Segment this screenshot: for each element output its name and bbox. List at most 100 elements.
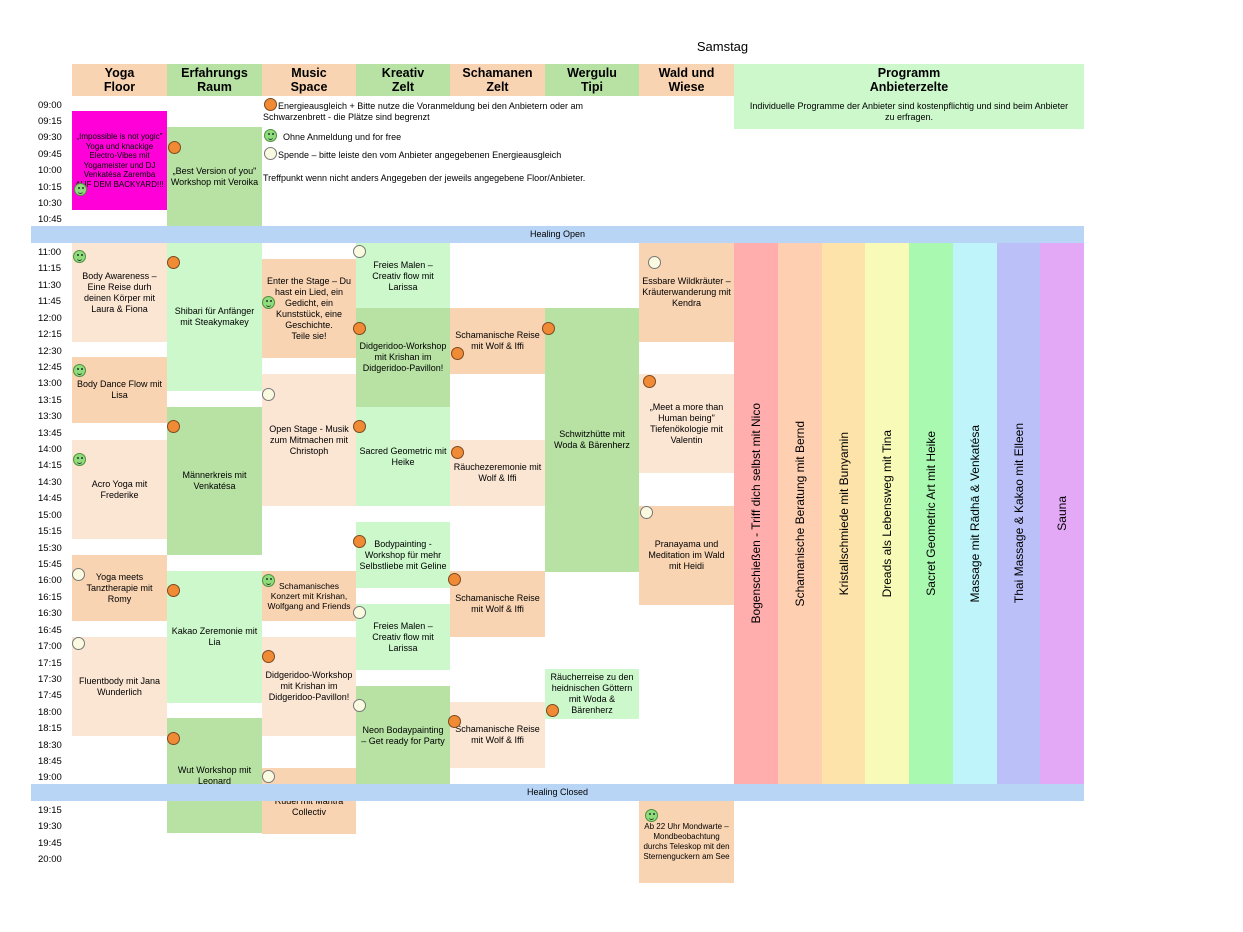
orange-dot-icon bbox=[167, 732, 180, 745]
event-schamanisches-konzert[interactable]: Schamanisches Konzert mit Krishan, Wolfg… bbox=[262, 571, 356, 621]
time-label: 19:30 bbox=[38, 821, 62, 832]
event-sacred-geometric[interactable]: Sacred Geometric mit Heike bbox=[356, 407, 450, 506]
programm-strip[interactable]: Sauna bbox=[1040, 243, 1084, 784]
event-neon-bodypainting[interactable]: Neon Bodaypainting – Get ready for Party bbox=[356, 686, 450, 785]
time-label: 14:30 bbox=[38, 477, 62, 488]
time-label: 13:15 bbox=[38, 395, 62, 406]
event-mondwarte[interactable]: Ab 22 Uhr Mondwarte – Mondbeobachtung du… bbox=[639, 801, 734, 883]
programm-strip-label: Kristallschmiede mit Bunyamin bbox=[837, 431, 851, 596]
time-label: 18:30 bbox=[38, 740, 62, 751]
programm-strip-label: Sauna bbox=[1055, 496, 1069, 531]
time-label: 17:30 bbox=[38, 674, 62, 685]
programm-strip-label: Schamanische Beratung mit Bernd bbox=[793, 420, 807, 607]
col-header-schamanen-zelt: Schamanen Zelt bbox=[450, 64, 545, 96]
orange-dot-icon bbox=[167, 584, 180, 597]
legend-donation-dot bbox=[264, 147, 277, 160]
programm-strip-label: Dreads als Lebensweg mit Tina bbox=[880, 429, 894, 598]
programm-strip[interactable]: Sacret Geometric Art mit Heike bbox=[909, 243, 953, 784]
yellow-dot-icon bbox=[262, 388, 275, 401]
event-didgeridoo-music-space[interactable]: Didgeridoo-Workshop mit Krishan im Didge… bbox=[262, 637, 356, 736]
orange-dot-icon bbox=[353, 535, 366, 548]
orange-dot-icon bbox=[167, 420, 180, 433]
time-label: 17:00 bbox=[38, 641, 62, 652]
event-schamanische-reise-3[interactable]: Schamanische Reise mit Wolf & Iffi bbox=[450, 702, 545, 768]
smiley-icon bbox=[73, 250, 86, 263]
time-label: 12:00 bbox=[38, 313, 62, 324]
time-label: 10:45 bbox=[38, 214, 62, 225]
yellow-dot-icon bbox=[353, 699, 366, 712]
yellow-dot-icon bbox=[353, 606, 366, 619]
event-fluentbody[interactable]: Fluentbody mit Jana Wunderlich bbox=[72, 637, 167, 736]
event-acro-yoga[interactable]: Acro Yoga mit Frederike bbox=[72, 440, 167, 539]
orange-dot-icon bbox=[353, 322, 366, 335]
event-schamanische-reise-2[interactable]: Schamanische Reise mit Wolf & Iffi bbox=[450, 571, 545, 637]
event-schamanische-reise-1[interactable]: Schamanische Reise mit Wolf & Iffi bbox=[450, 308, 545, 374]
time-label: 11:30 bbox=[38, 280, 62, 291]
time-label: 13:45 bbox=[38, 428, 62, 439]
programm-strip-label: Sacret Geometric Art mit Heike bbox=[924, 431, 938, 596]
time-label: 18:00 bbox=[38, 707, 62, 718]
time-label: 17:15 bbox=[38, 658, 62, 669]
event-pranayama[interactable]: Pranayama und Meditation im Wald mit Hei… bbox=[639, 506, 734, 605]
time-label: 09:15 bbox=[38, 116, 62, 127]
orange-dot-icon bbox=[546, 704, 559, 717]
col-header-kreativ-zelt: Kreativ Zelt bbox=[356, 64, 450, 96]
col-header-wergulu-tipi: Wergulu Tipi bbox=[545, 64, 639, 96]
event-raeucherzeremonie[interactable]: Räuchezeremonie mit Wolf & Iffi bbox=[450, 440, 545, 506]
event-freies-malen-1[interactable]: Freies Malen – Creativ flow mit Larissa bbox=[356, 243, 450, 309]
event-yoga-tanz[interactable]: Yoga meets Tanztherapie mit Romy bbox=[72, 555, 167, 621]
programm-note: Individuelle Programme der Anbieter sind… bbox=[734, 96, 1084, 129]
col-header-wald-wiese: Wald und Wiese bbox=[639, 64, 734, 96]
event-meet-human-being[interactable]: „Meet a more than Human being" Tiefenöko… bbox=[639, 374, 734, 473]
event-open-stage[interactable]: Open Stage - Musik zum Mitmachen mit Chr… bbox=[262, 374, 356, 506]
event-raeucherreise[interactable]: Räucherreise zu den heidnischen Göttern … bbox=[545, 669, 639, 719]
event-maennerkreis[interactable]: Männerkreis mit Venkatésa bbox=[167, 407, 262, 555]
orange-dot-icon bbox=[448, 573, 461, 586]
legend-free-icon bbox=[264, 129, 277, 142]
event-shibari[interactable]: Shibari für Anfänger mit Steakymakey bbox=[167, 243, 262, 391]
event-kakao-zeremonie[interactable]: Kakao Zeremonie mit Lia bbox=[167, 571, 262, 703]
time-label: 09:30 bbox=[38, 132, 62, 143]
time-label: 15:30 bbox=[38, 543, 62, 554]
event-best-version[interactable]: „Best Version of you" Workshop mit Veroi… bbox=[167, 127, 262, 226]
time-label: 09:00 bbox=[38, 100, 62, 111]
time-label: 18:15 bbox=[38, 723, 62, 734]
time-label: 09:45 bbox=[38, 149, 62, 160]
time-label: 15:00 bbox=[38, 510, 62, 521]
band-healing-open: Healing Open bbox=[31, 226, 1084, 243]
programm-strip[interactable]: Massage mit Rādhā & Venkatésa bbox=[953, 243, 997, 784]
time-label: 11:00 bbox=[38, 247, 62, 258]
programm-strip[interactable]: Bogenschießen - Triff dich selbst mit Ni… bbox=[734, 243, 778, 784]
yellow-dot-icon bbox=[72, 568, 85, 581]
orange-dot-icon bbox=[451, 347, 464, 360]
programm-strip[interactable]: Kristallschmiede mit Bunyamin bbox=[822, 243, 866, 784]
time-label: 18:45 bbox=[38, 756, 62, 767]
programm-strip[interactable]: Thai Massage & Kakao mit Elleen bbox=[997, 243, 1041, 784]
time-label: 14:45 bbox=[38, 493, 62, 504]
orange-dot-icon bbox=[451, 446, 464, 459]
event-bodypainting[interactable]: Bodypainting - Workshop für mehr Selbstl… bbox=[356, 522, 450, 588]
event-impossible-yoga[interactable]: „Impossible is not yogic" Yoga und knack… bbox=[72, 111, 167, 210]
programm-strip[interactable]: Dreads als Lebensweg mit Tina bbox=[865, 243, 909, 784]
orange-dot-icon bbox=[448, 715, 461, 728]
programm-strip[interactable]: Schamanische Beratung mit Bernd bbox=[778, 243, 822, 784]
event-wut-workshop[interactable]: Wut Workshop mit Leonard bbox=[167, 718, 262, 833]
event-body-dance[interactable]: Body Dance Flow mit Lisa bbox=[72, 357, 167, 423]
event-schwitzhuette[interactable]: Schwitzhütte mit Woda & Bärenherz bbox=[545, 308, 639, 572]
programm-strip-label: Massage mit Rādhā & Venkatésa bbox=[968, 424, 982, 603]
event-body-awareness[interactable]: Body Awareness – Eine Reise durh deinen … bbox=[72, 243, 167, 342]
time-label: 16:30 bbox=[38, 608, 62, 619]
legend-energy-dot bbox=[264, 98, 277, 111]
time-label: 15:45 bbox=[38, 559, 62, 570]
time-label: 13:00 bbox=[38, 378, 62, 389]
time-label: 16:45 bbox=[38, 625, 62, 636]
event-freies-malen-2[interactable]: Freies Malen – Creativ flow mit Larissa bbox=[356, 604, 450, 670]
orange-dot-icon bbox=[542, 322, 555, 335]
yellow-dot-icon bbox=[72, 637, 85, 650]
legend-donation-text: Spende – bitte leiste den vom Anbieter a… bbox=[278, 150, 562, 160]
programm-strip-label: Bogenschießen - Triff dich selbst mit Ni… bbox=[749, 403, 763, 624]
smiley-icon bbox=[73, 453, 86, 466]
event-mantra-singen[interactable]: Mantra Singen im Rudel mit Mantra Collec… bbox=[262, 768, 356, 834]
event-didgeridoo-kreativ[interactable]: Didgeridoo-Workshop mit Krishan im Didge… bbox=[356, 308, 450, 407]
event-enter-the-stage[interactable]: Enter the Stage – Du hast ein Lied, ein … bbox=[262, 259, 356, 358]
